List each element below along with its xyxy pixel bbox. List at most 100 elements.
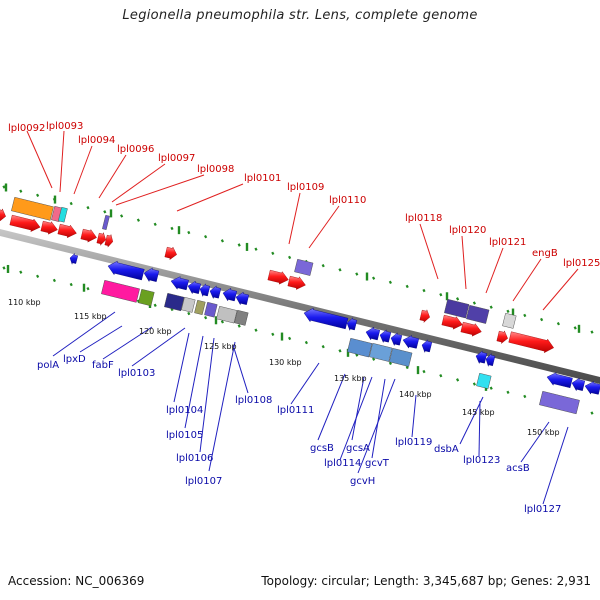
minor-tick <box>472 382 476 386</box>
protein-domain <box>216 305 238 324</box>
minor-tick <box>19 270 23 274</box>
reverse-gene-arrow <box>209 285 222 300</box>
forward-gene-arrow <box>496 330 508 345</box>
upper-leader-line <box>485 247 504 294</box>
kbp-scale-label: 145 kbp <box>462 408 495 417</box>
minor-tick <box>489 386 493 390</box>
upper-leader-line <box>115 174 205 206</box>
accession-text: Accession: NC_006369 <box>8 574 145 588</box>
upper-leader-line <box>512 258 542 302</box>
lower-leader-line <box>371 378 386 459</box>
upper-leader-line <box>59 130 65 193</box>
reverse-gene-arrow <box>390 332 403 347</box>
minor-tick <box>523 394 527 399</box>
genome-backbone <box>0 229 600 384</box>
lower-gene-label: lpl0107 <box>185 476 222 487</box>
lower-leader-line <box>478 400 481 457</box>
minor-tick <box>372 276 376 280</box>
forward-gene-arrow <box>9 214 41 232</box>
upper-gene-label: lpl0092 <box>8 123 45 134</box>
upper-leader-line <box>73 145 93 195</box>
lower-gene-label: lpxD <box>63 354 86 365</box>
upper-gene-label: lpl0125 <box>563 258 600 269</box>
minor-tick <box>506 309 510 313</box>
upper-gene-label: engB <box>532 248 558 259</box>
minor-tick <box>338 268 342 272</box>
minor-tick <box>237 243 241 247</box>
upper-gene-label: lpl0120 <box>449 225 486 236</box>
forward-gene-arrow <box>80 228 97 243</box>
upper-gene-label: lpl0121 <box>489 237 526 248</box>
protein-domain <box>294 258 314 276</box>
minor-tick <box>372 357 376 361</box>
lower-gene-label: lpl0103 <box>118 368 155 379</box>
minor-tick <box>136 218 140 222</box>
protein-domain <box>194 299 206 315</box>
protein-domain <box>58 206 68 223</box>
forward-gene-arrow <box>96 231 107 246</box>
minor-tick <box>271 332 275 336</box>
lower-leader-line <box>290 362 320 405</box>
lower-gene-label: lpl0111 <box>277 405 314 416</box>
forward-gene-arrow <box>441 314 463 330</box>
lower-leader-line <box>79 325 123 353</box>
lower-gene-label: lpl0123 <box>463 455 500 466</box>
minor-tick <box>540 317 544 322</box>
tick-rows <box>2 183 594 415</box>
lower-leader-line <box>102 326 153 360</box>
reverse-gene-arrow <box>485 352 496 368</box>
upper-leader-line <box>308 205 340 249</box>
minor-tick <box>254 328 258 332</box>
reverse-gene-arrow <box>199 283 211 298</box>
minor-tick <box>2 266 6 270</box>
minor-tick <box>86 206 90 210</box>
minor-tick <box>288 255 292 260</box>
reverse-gene-arrow <box>571 377 586 392</box>
upper-leader-line <box>419 223 439 280</box>
reverse-gene-arrow <box>584 381 600 395</box>
kbp-scale-label: 115 kbp <box>74 312 107 321</box>
upper-gene-label: lpl0101 <box>244 173 281 184</box>
reverse-gene-arrow <box>69 252 79 265</box>
protein-domain <box>369 342 393 362</box>
minor-tick <box>590 411 594 415</box>
lower-gene-label: lpl0106 <box>176 453 213 464</box>
minor-tick <box>388 280 392 284</box>
minor-tick <box>271 251 275 255</box>
forward-gene-arrow <box>104 233 114 248</box>
lower-leader-line <box>351 376 365 441</box>
upper-gene-label: lpl0110 <box>329 195 366 206</box>
minor-tick <box>506 390 510 394</box>
lower-gene-label: lpl0105 <box>166 430 203 441</box>
minor-tick <box>321 345 325 349</box>
minor-tick <box>2 185 6 189</box>
minor-tick <box>590 330 594 334</box>
minor-tick <box>422 288 426 293</box>
forward-gene-arrow <box>460 321 482 337</box>
lower-leader-line <box>131 327 186 367</box>
upper-leader-line <box>98 154 127 199</box>
protein-domain <box>502 312 517 329</box>
lower-leader-line <box>184 335 204 429</box>
reverse-gene-arrow <box>187 280 202 295</box>
forward-gene-arrow <box>508 331 554 354</box>
reverse-gene-arrow <box>379 329 392 344</box>
lower-leader-line <box>339 376 373 461</box>
reverse-gene-arrow <box>475 350 488 365</box>
label-leader-lines <box>26 130 579 505</box>
minor-tick <box>288 336 292 341</box>
kbp-scale-label: 150 kbp <box>527 428 560 437</box>
minor-tick <box>237 324 241 328</box>
protein-domain <box>11 196 54 221</box>
protein-domain <box>164 292 185 312</box>
protein-domain <box>539 390 580 415</box>
kbp-scale-label: 140 kbp <box>399 390 432 399</box>
lower-leader-line <box>542 426 569 505</box>
lower-leader-line <box>52 311 116 357</box>
reverse-gene-arrow <box>235 291 250 306</box>
minor-tick <box>86 287 90 291</box>
minor-tick <box>69 201 73 206</box>
protein-domain <box>234 309 249 326</box>
lower-leader-line <box>317 373 346 441</box>
